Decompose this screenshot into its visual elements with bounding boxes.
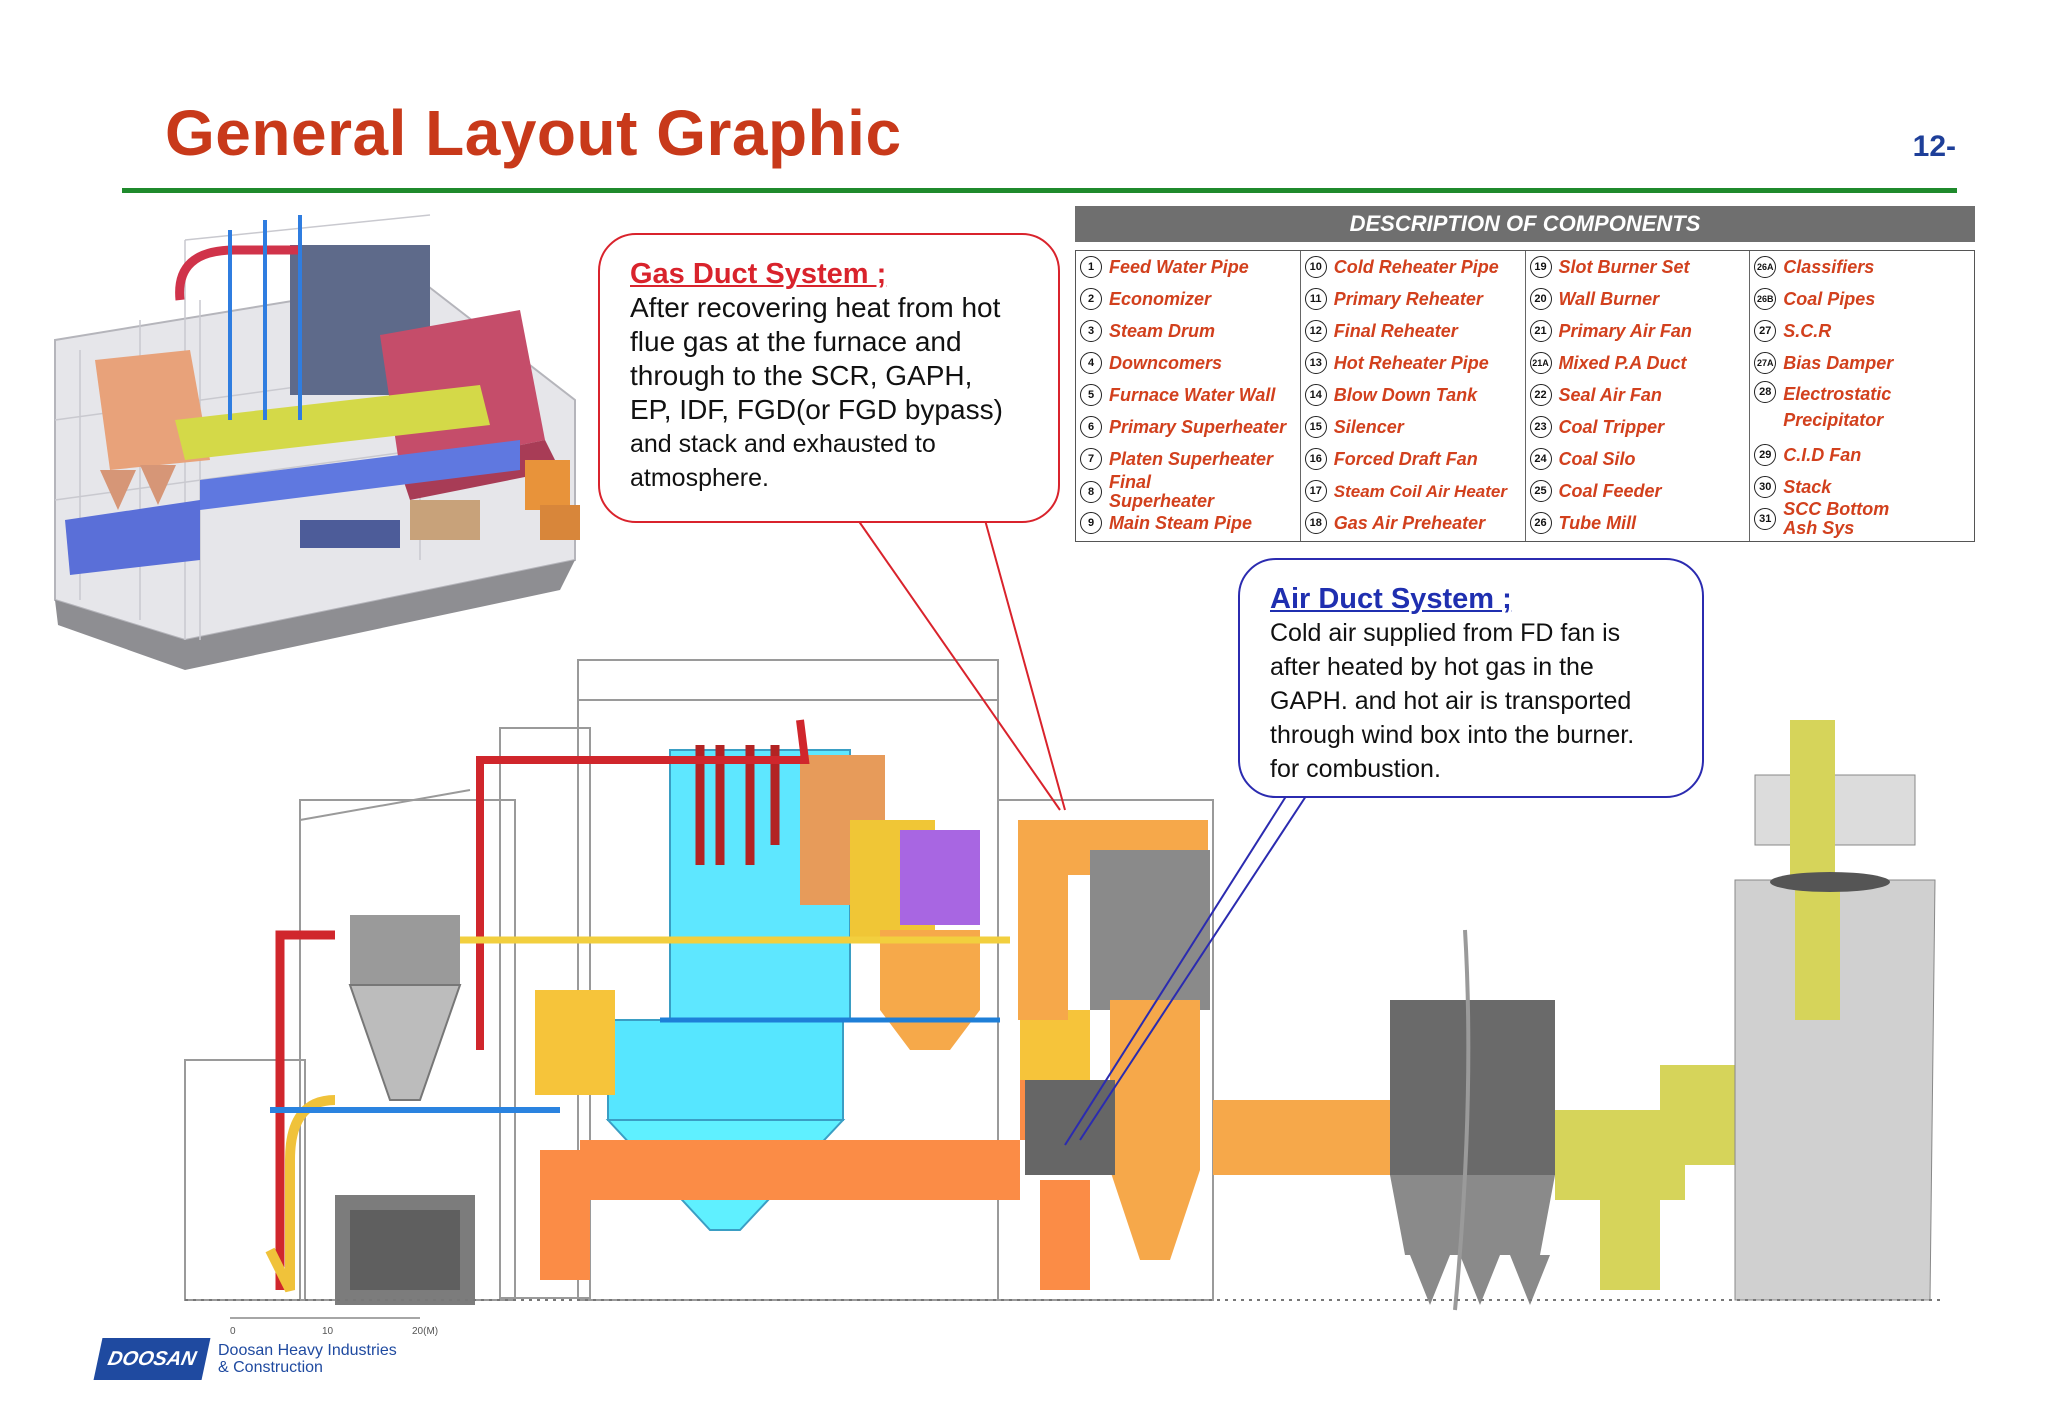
logo-company-name: Doosan Heavy Industries & Construction — [218, 1342, 397, 1376]
scale-label: 10 — [322, 1326, 334, 1337]
page-number: 12- — [1912, 130, 1956, 163]
gas-duct-line: atmosphere. — [630, 464, 769, 492]
air-duct-line: Cold air supplied from FD fan is — [1270, 619, 1621, 647]
air-duct-line: through wind box into the burner. — [1270, 721, 1635, 749]
logo-line: Doosan Heavy Industries — [218, 1342, 397, 1359]
components-table-title: DESCRIPTION OF COMPONENTS — [1075, 206, 1975, 242]
scale-label: 20(M) — [412, 1326, 438, 1337]
gas-duct-heading: Gas Duct System ; — [630, 258, 887, 290]
gas-duct-callout: Gas Duct System ; After recovering heat … — [598, 233, 1060, 523]
page-title: General Layout Graphic — [165, 97, 902, 169]
isometric-plant-view — [54, 214, 580, 670]
air-duct-line: GAPH. and hot air is transported — [1270, 687, 1632, 715]
logo-line: & Construction — [218, 1359, 323, 1376]
air-duct-callout: Air Duct System ; Cold air supplied from… — [1238, 558, 1704, 798]
gas-duct-line: EP, IDF, FGD(or FGD bypass) — [630, 394, 1003, 425]
scale-label: 0 — [230, 1326, 236, 1337]
doosan-logo: DOOSAN Doosan Heavy Industries & Constru… — [93, 1338, 397, 1380]
air-duct-heading: Air Duct System ; — [1270, 583, 1512, 615]
gas-duct-line: through to the SCR, GAPH, — [630, 360, 973, 391]
logo-badge: DOOSAN — [93, 1338, 211, 1380]
title-divider — [122, 188, 1957, 193]
gas-duct-line: and stack and exhausted to — [630, 430, 936, 458]
air-duct-line: after heated by hot gas in the — [1270, 653, 1594, 681]
scale-bar: 0 10 20(M) — [230, 1317, 438, 1337]
gas-duct-line: After recovering heat from hot — [630, 292, 1001, 323]
gas-duct-line: flue gas at the furnace and — [630, 326, 962, 357]
air-duct-line: for combustion. — [1270, 755, 1441, 783]
